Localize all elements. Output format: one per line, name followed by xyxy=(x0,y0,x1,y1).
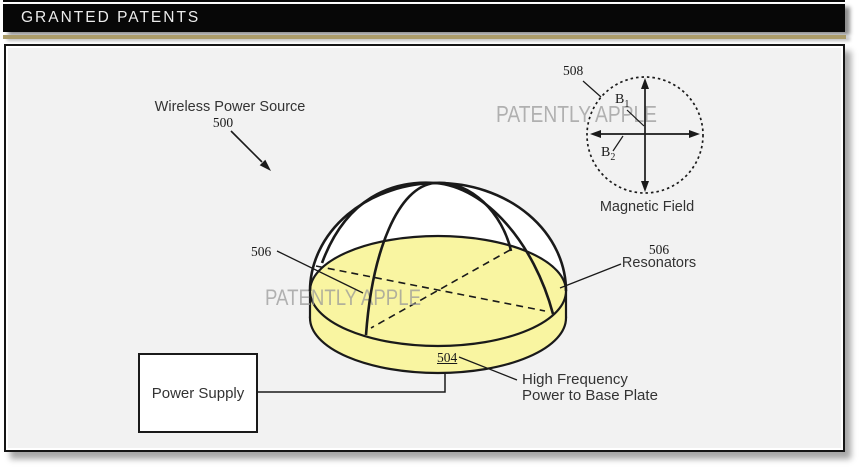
ref-508: 508 xyxy=(563,63,584,78)
leader-resonators xyxy=(559,263,622,289)
leader-504 xyxy=(458,356,518,381)
high-frequency-line2: Power to Base Plate xyxy=(522,386,658,404)
leader-b2 xyxy=(612,135,624,152)
power-supply-connector xyxy=(258,372,446,393)
leader-b1 xyxy=(626,109,645,127)
ref-500: 500 xyxy=(212,115,234,130)
dome-shell xyxy=(310,183,566,291)
arrowhead-left xyxy=(590,130,601,138)
header-bar: GRANTED PATENTS xyxy=(3,4,845,32)
b1-base: B xyxy=(615,92,625,107)
gold-rule xyxy=(3,35,846,39)
leader-506-left xyxy=(276,250,364,294)
watermark-top: PATENTLY APPLE xyxy=(496,101,657,127)
resonators-label: Resonators xyxy=(621,255,697,271)
high-frequency-label: High Frequency Power to Base Plate xyxy=(522,372,658,403)
plate-dashed-diagonal-1 xyxy=(315,265,546,312)
ref-504: 504 xyxy=(437,350,458,365)
wps-arrow-head xyxy=(259,159,271,171)
power-supply-label: Power Supply xyxy=(151,384,245,402)
power-supply-box: Power Supply xyxy=(138,353,258,433)
resonators-label-group: 506 Resonators xyxy=(600,243,718,271)
high-frequency-line1: High Frequency xyxy=(522,371,628,388)
arrowhead-up xyxy=(641,78,649,89)
b1-label: B1 xyxy=(615,92,629,110)
plate-dashed-diagonal-2 xyxy=(370,249,511,329)
ref-506-right: 506 xyxy=(648,242,670,257)
wps-arrow-shaft xyxy=(230,130,263,163)
b2-label: B2 xyxy=(601,145,615,163)
b1-subscript: 1 xyxy=(624,98,630,110)
watermark-middle: PATENTLY APPLE xyxy=(265,285,421,310)
ref-506-left: 506 xyxy=(251,244,272,259)
b2-base: B xyxy=(601,145,611,160)
leader-508 xyxy=(582,80,602,98)
arrowhead-right xyxy=(689,130,700,138)
b2-subscript: 2 xyxy=(610,151,616,163)
header: GRANTED PATENTS xyxy=(3,0,845,32)
header-top-hairline xyxy=(3,0,845,2)
magnetic-field-caption: Magnetic Field xyxy=(599,199,695,215)
arrowhead-down xyxy=(641,181,649,192)
magnetic-field-circle xyxy=(586,76,704,194)
page-title: GRANTED PATENTS xyxy=(21,9,201,26)
resonator-hoop-2 xyxy=(364,181,513,336)
header-gap xyxy=(3,2,845,4)
wireless-power-source-label: Wireless Power Source xyxy=(154,99,306,115)
